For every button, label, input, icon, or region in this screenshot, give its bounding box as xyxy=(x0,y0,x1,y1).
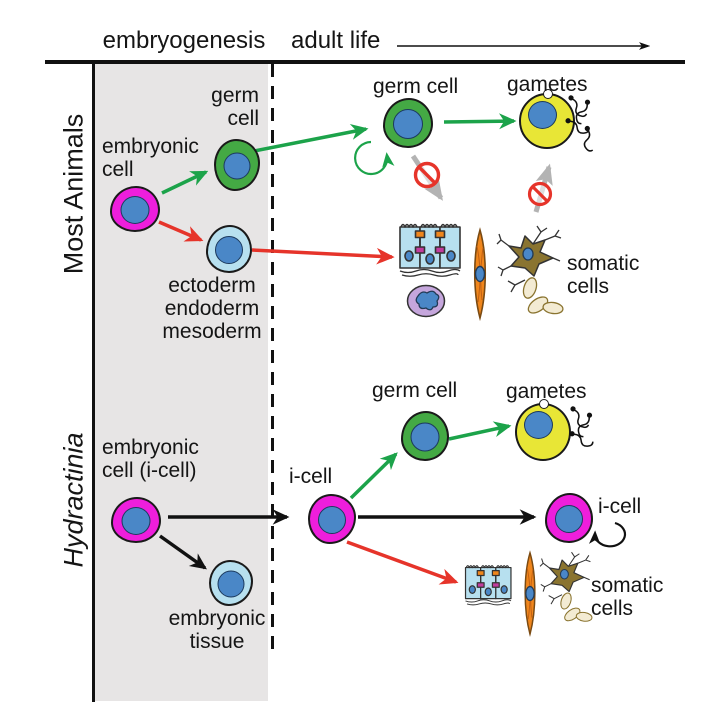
embryonic-icell-label: embryonic cell (i-cell) xyxy=(102,436,199,483)
germ-cell-embryo-label: germ cell xyxy=(211,84,259,131)
embryonic-icell xyxy=(111,497,161,543)
arrow-icell-to-somatic-cells xyxy=(346,540,459,585)
somatic-cells-label: somatic cells xyxy=(567,252,640,299)
germ-cell-embryo-top xyxy=(214,139,260,191)
gametes-bottom-label: gametes xyxy=(506,380,587,403)
polar-body-icon xyxy=(539,399,549,409)
adult-germ-cell-label: germ cell xyxy=(373,75,459,98)
no-entry-icon xyxy=(413,161,441,189)
epithelial-tissue-icon xyxy=(464,565,512,606)
left-border-line xyxy=(92,62,95,702)
timeline-axis-line xyxy=(45,60,685,64)
germ-cell-bottom xyxy=(401,411,449,461)
gametes-label: gametes xyxy=(507,73,588,96)
birth-dashed-line xyxy=(271,64,274,657)
sperm-icon xyxy=(564,94,604,154)
embryonic-cell-label: embryonic cell xyxy=(102,135,199,182)
arrow-embryonic-icell-to-tissue xyxy=(158,534,207,570)
neuron-icon xyxy=(539,551,594,624)
arrow-germ-to-adult-germ xyxy=(253,124,369,153)
neuron-icon xyxy=(496,225,565,317)
icell-mid-label: i-cell xyxy=(289,465,333,488)
germ-layers-label: ectoderm endoderm mesoderm xyxy=(162,274,262,344)
no-entry-icon xyxy=(527,181,553,207)
adult-icell xyxy=(545,493,593,543)
icell-self-renewal-loop-icon xyxy=(588,521,627,548)
polar-body-icon xyxy=(543,89,553,99)
leukocyte-icon xyxy=(406,284,446,318)
embryonic-tissue-cell xyxy=(209,560,253,606)
adult-life-label: adult life xyxy=(291,27,381,54)
embryonic-cell-top xyxy=(110,186,160,232)
ectoderm-cell xyxy=(206,225,252,273)
arrow-germ-to-gametes xyxy=(443,113,517,130)
germ-self-renewal-loop-icon xyxy=(354,140,395,176)
sperm-icon xyxy=(566,405,599,451)
adult-icell-label: i-cell xyxy=(598,495,642,518)
icell-mid xyxy=(308,494,356,544)
egg-cell-icon xyxy=(515,399,571,461)
arrow-embryonic-to-germ xyxy=(161,170,209,195)
somatic-cells-bottom-label: somatic cells xyxy=(591,574,664,621)
arrow-icell-to-germ xyxy=(349,452,398,500)
arrow-embryonic-to-soma xyxy=(158,220,204,242)
embryonic-tissue-label: embryonic tissue xyxy=(168,607,266,654)
arrow-ectoderm-to-somatic-cells xyxy=(251,247,395,265)
adult-germ-cell-top xyxy=(383,98,433,148)
epithelial-tissue-icon xyxy=(399,223,461,278)
embryogenesis-label: embryogenesis xyxy=(102,27,266,54)
muscle-cell-icon xyxy=(473,229,487,319)
arrow-germ-to-gametes-bottom xyxy=(448,421,512,441)
germ-cell-bottom-label: germ cell xyxy=(372,379,458,402)
